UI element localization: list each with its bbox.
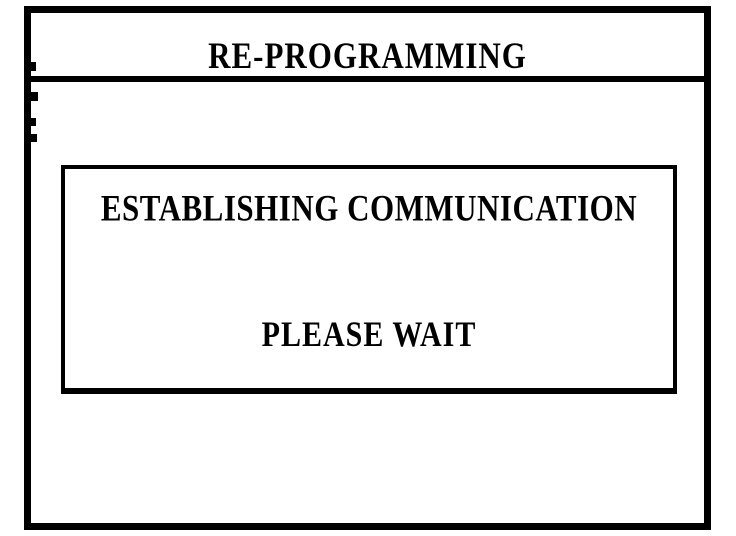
scan-artifact-tick	[30, 92, 38, 101]
wait-message: PLEASE WAIT	[261, 315, 477, 355]
scan-artifact-tick	[30, 62, 36, 71]
scan-artifact-tick	[30, 134, 37, 142]
title-bar: RE-PROGRAMMING	[31, 13, 704, 82]
status-dialog: ESTABLISHING COMMUNICATION PLEASE WAIT	[61, 165, 677, 394]
screen-title: RE-PROGRAMMING	[208, 35, 527, 77]
scan-artifact-tick	[30, 118, 36, 126]
status-message: ESTABLISHING COMMUNICATION	[100, 187, 638, 229]
screen-frame: RE-PROGRAMMING ESTABLISHING COMMUNICATIO…	[24, 6, 711, 530]
